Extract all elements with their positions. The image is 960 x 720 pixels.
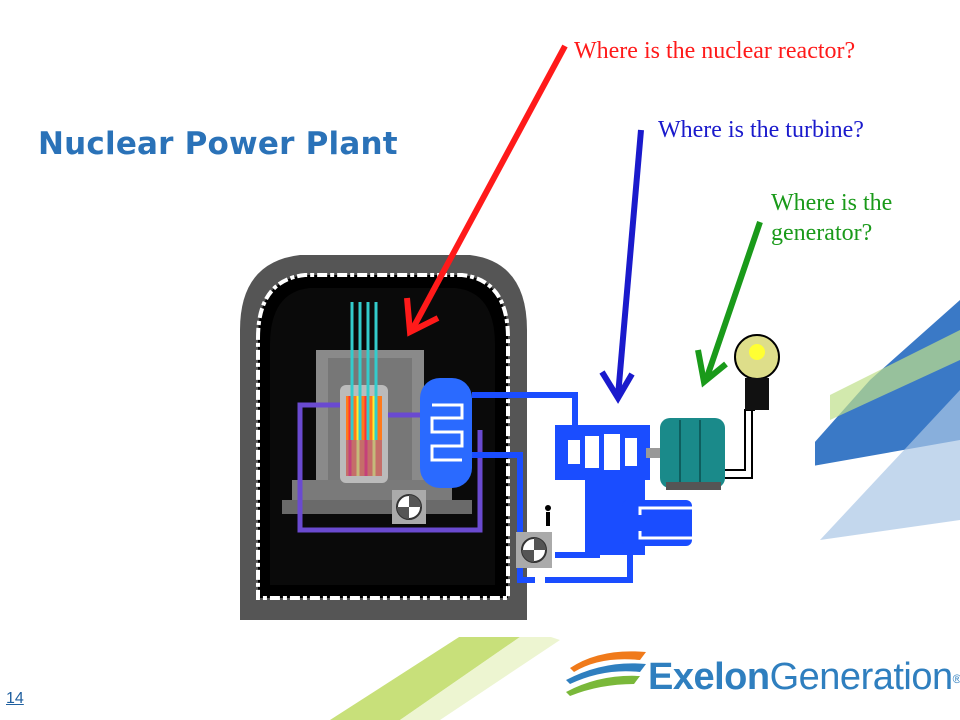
light-bulb xyxy=(725,334,780,479)
feedwater-pump xyxy=(516,505,552,568)
primary-coolant-loop xyxy=(297,402,483,533)
generator-pointer-arrow xyxy=(695,221,763,388)
logo-registered: ® xyxy=(952,671,960,686)
generator xyxy=(660,418,725,490)
steam-generator xyxy=(420,378,472,488)
primary-pump xyxy=(392,490,426,524)
turbine-pointer-arrow xyxy=(599,129,644,404)
reactor-core xyxy=(340,302,388,483)
logo-brand-light: Generation xyxy=(769,656,954,698)
generator-question: Where is the generator? xyxy=(771,188,960,248)
slide-title: Nuclear Power Plant xyxy=(38,126,398,162)
generator-question-line2: generator? xyxy=(771,220,873,246)
turbine-question: Where is the turbine? xyxy=(658,117,864,143)
exelon-logo-text: ExelonGeneration® xyxy=(648,656,960,699)
generator-question-line1: Where is the xyxy=(771,190,893,216)
reactor-question: Where is the nuclear reactor? xyxy=(574,38,856,64)
logo-brand-bold: Exelon xyxy=(648,656,770,698)
page-number[interactable]: 14 xyxy=(6,690,24,707)
condenser xyxy=(585,480,692,555)
reactor-pointer-arrow xyxy=(404,44,568,337)
turbine xyxy=(555,425,670,480)
